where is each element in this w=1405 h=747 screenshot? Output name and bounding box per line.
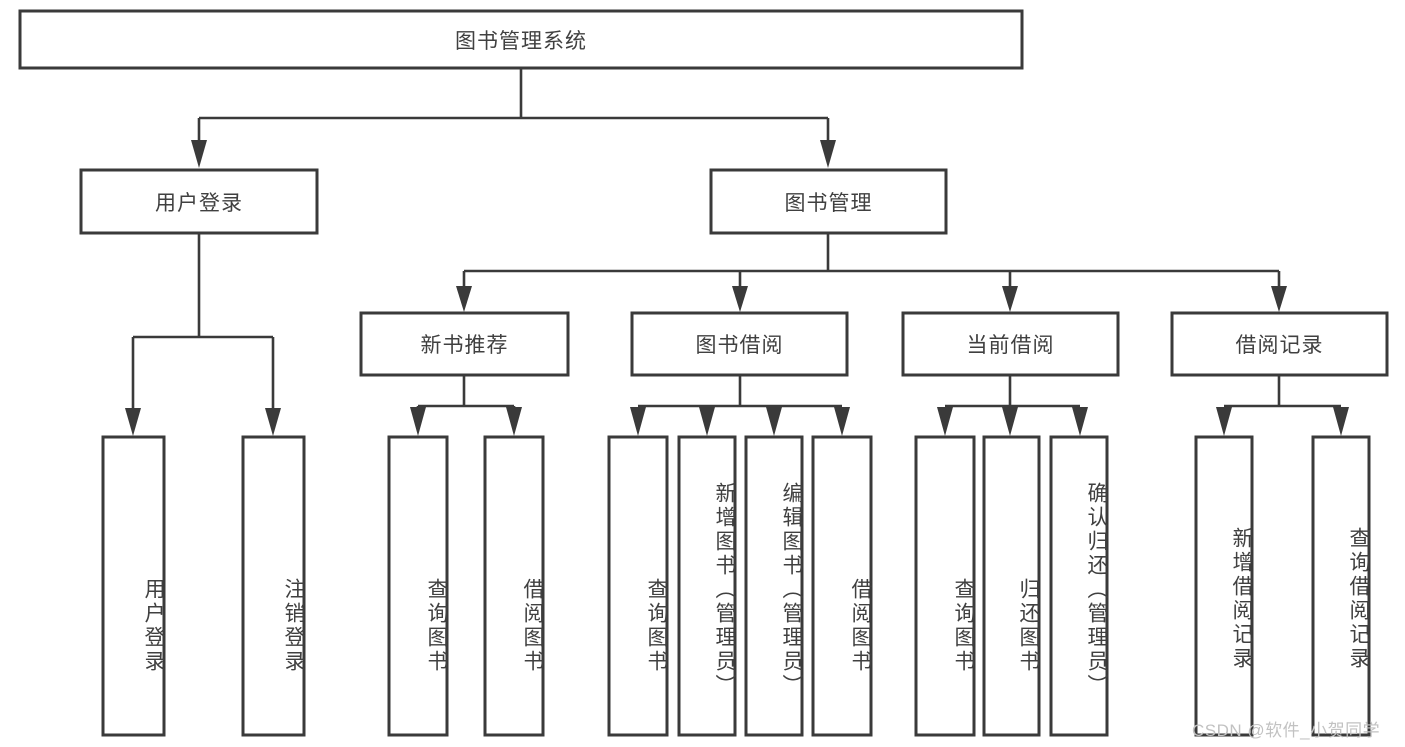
arrow-head-leaf-query-book-2 [630,407,646,436]
arrow-head-leaf-borrow-book-2 [834,407,850,436]
node-box-leaf-return-book[interactable] [982,435,1041,737]
connector-group-root [191,68,836,168]
connector-group-borrow-record [1216,375,1349,436]
arrow-head-book-borrow [732,286,748,312]
csdn-watermark: CSDN @软件_小贺同学 [1192,721,1381,740]
node-box-leaf-logout-login[interactable] [241,435,306,737]
arrow-head-current-borrow [1002,286,1018,312]
arrow-head-leaf-borrow-book-1 [506,407,522,436]
node-box-book-management[interactable] [709,168,948,235]
connector-group-current-borrow [937,375,1088,436]
arrow-head-leaf-return-book [1002,407,1018,436]
connector-group-book-management [456,233,1287,312]
node-box-leaf-query-book-2[interactable] [607,435,669,737]
arrow-head-leaf-user-login [125,408,141,436]
node-box-user-login[interactable] [79,168,319,235]
node-box-leaf-add-book-admin[interactable] [677,435,737,737]
node-box-leaf-query-book-1[interactable] [387,435,449,737]
node-box-leaf-borrow-book-1[interactable] [483,435,545,737]
connector-group-book-borrow [630,375,850,436]
arrow-head-leaf-query-book-3 [937,407,953,436]
node-box-new-book-recommend[interactable] [359,311,570,377]
arrow-head-borrow-record [1271,286,1287,312]
node-box-leaf-borrow-book-2[interactable] [811,435,873,737]
arrow-head-leaf-add-book-admin [699,407,715,436]
node-box-current-borrow[interactable] [901,311,1120,377]
node-box-root[interactable] [18,9,1024,70]
node-box-leaf-query-book-3[interactable] [914,435,976,737]
arrow-head-book-management [820,140,836,168]
arrow-head-leaf-edit-book-admin [766,407,782,436]
arrow-head-leaf-logout-login [265,408,281,436]
arrow-head-leaf-query-borrow-record [1333,407,1349,436]
arrow-head-leaf-confirm-return-admin [1072,407,1088,436]
node-box-leaf-confirm-return-admin[interactable] [1049,435,1109,737]
node-box-book-borrow[interactable] [630,311,849,377]
arrow-head-new-book-recommend [456,286,472,312]
arrow-head-leaf-query-book-1 [410,407,426,436]
arrow-head-leaf-add-borrow-record [1216,407,1232,436]
node-box-leaf-edit-book-admin[interactable] [744,435,804,737]
connector-group-new-book-recommend [410,375,522,436]
arrow-head-user-login [191,140,207,168]
node-box-leaf-user-login[interactable] [101,435,166,737]
node-box-borrow-record[interactable] [1170,311,1389,377]
connector-group-user-login [125,233,281,436]
node-box-leaf-query-borrow-record[interactable] [1311,435,1371,737]
node-box-leaf-add-borrow-record[interactable] [1194,435,1254,737]
